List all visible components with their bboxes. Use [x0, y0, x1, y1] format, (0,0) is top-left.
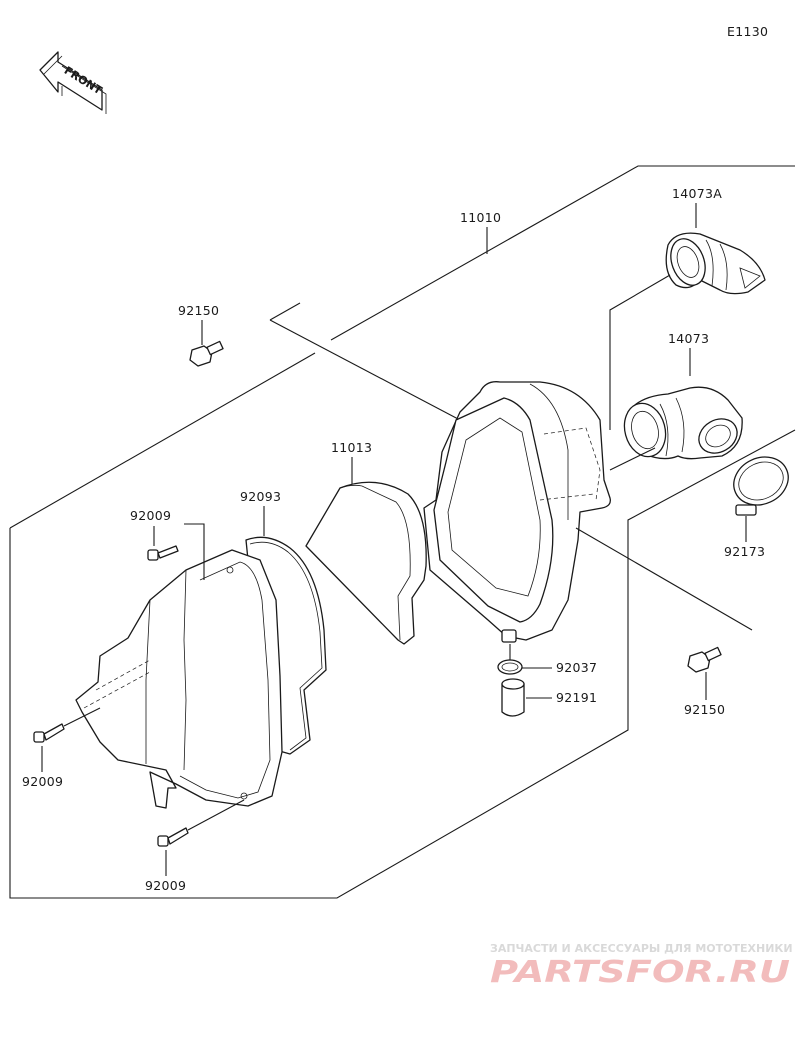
air-cleaner-cover	[75, 549, 283, 809]
label-92009-upper: 92009	[130, 508, 171, 523]
air-cleaner-case-11010	[423, 381, 611, 643]
label-92173: 92173	[724, 544, 765, 559]
bolt-92150-top	[189, 340, 224, 367]
label-92037: 92037	[556, 660, 597, 675]
clamp-92173	[733, 456, 789, 516]
cap-92191	[501, 678, 525, 717]
label-92150-right: 92150	[684, 702, 725, 717]
label-92009-left: 92009	[22, 774, 63, 789]
filter-element-11013	[305, 481, 427, 645]
duct-14073a	[665, 232, 766, 295]
screw-92009-upper	[147, 545, 179, 561]
label-92093: 92093	[240, 489, 281, 504]
label-14073: 14073	[668, 331, 709, 346]
front-arrow-icon: FRONT	[39, 51, 107, 114]
label-14073a: 14073A	[672, 186, 722, 201]
diagram-code: E1130	[727, 24, 768, 39]
duct-14073	[623, 386, 743, 460]
gasket-92093	[245, 536, 327, 755]
watermark-logo: PARTSFOR.RU	[490, 955, 790, 990]
watermark: ЗАПЧАСТИ И АКСЕССУАРЫ ДЛЯ МОТОТЕХНИКИ PA…	[490, 942, 793, 990]
screw-92009-bottom	[157, 827, 189, 847]
label-92150-top: 92150	[178, 303, 219, 318]
clip-92037	[497, 659, 523, 675]
watermark-subtitle: ЗАПЧАСТИ И АКСЕССУАРЫ ДЛЯ МОТОТЕХНИКИ	[490, 942, 793, 955]
label-92009-bottom: 92009	[145, 878, 186, 893]
bolt-92150-right	[687, 646, 722, 673]
screw-92009-left	[33, 723, 65, 743]
assembly-outline	[9, 165, 796, 899]
label-92191: 92191	[556, 690, 597, 705]
label-11013: 11013	[331, 440, 372, 455]
label-11010: 11010	[460, 210, 501, 225]
